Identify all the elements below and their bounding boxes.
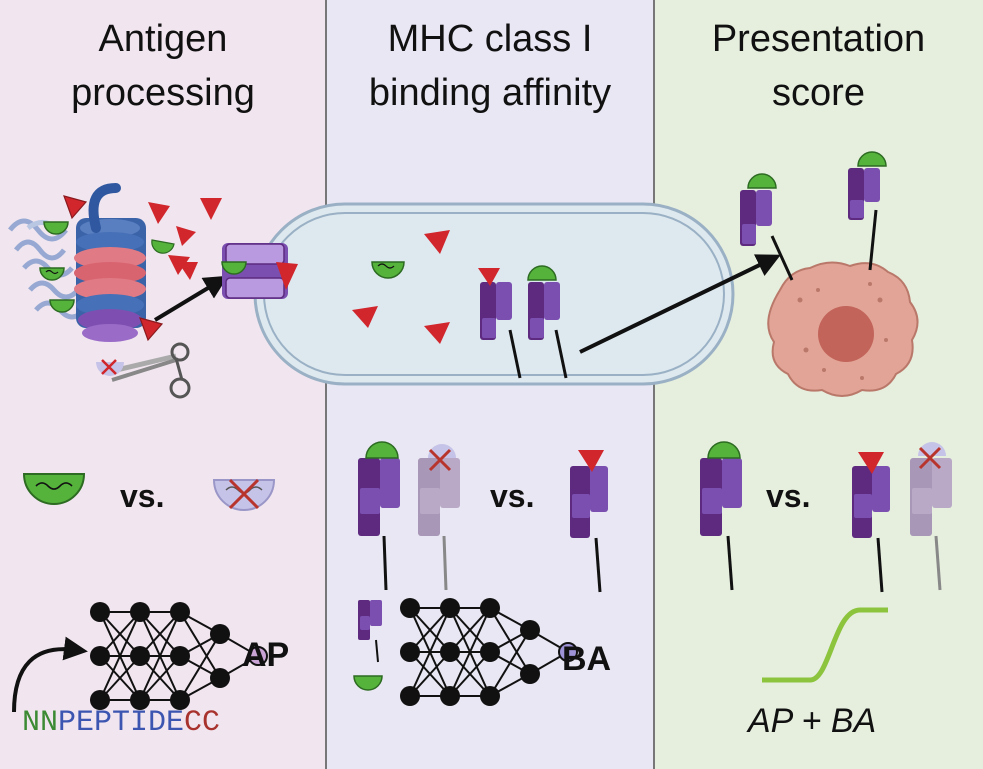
mhc-with-red-peptide-icon	[570, 450, 608, 593]
title-line: Presentation	[711, 18, 926, 60]
processed-peptide-icon	[22, 473, 86, 505]
nn-node	[210, 624, 230, 644]
nn-node	[400, 642, 420, 662]
nn-node	[170, 646, 190, 666]
proteasome-icon	[8, 183, 164, 342]
nn-node	[170, 690, 190, 710]
sequence-suffix: CC	[184, 706, 221, 740]
output-label-ap: AP	[242, 636, 290, 674]
nn-node	[520, 620, 540, 640]
vs-label: vs.	[120, 478, 165, 514]
peptide-fragment	[63, 195, 88, 220]
nn-node	[480, 642, 500, 662]
mhc-with-red-peptide-icon	[852, 452, 890, 593]
nn-node	[440, 686, 460, 706]
presentation-arrow	[579, 254, 781, 354]
unprocessed-peptide-icon	[212, 478, 276, 511]
nn-output-node	[248, 646, 268, 666]
nn-node	[130, 690, 150, 710]
peptide-fragment	[43, 221, 69, 235]
peptide-fragments-cluster	[148, 198, 222, 280]
nn-node	[440, 598, 460, 618]
mhc-peptide-input-icon	[353, 600, 383, 691]
title-line: processing	[71, 72, 255, 114]
title-line: Antigen	[98, 18, 228, 60]
nn-connection	[179, 633, 221, 701]
peptide-fragment	[39, 267, 65, 281]
nn-connection	[449, 607, 491, 697]
title-line: score	[772, 72, 865, 114]
tap-transporter-icon	[221, 243, 298, 299]
surface-mhc-icon	[848, 151, 887, 271]
nn-node	[480, 598, 500, 618]
transport-arrow	[153, 275, 229, 322]
nn-node	[210, 668, 230, 688]
nn-node	[90, 602, 110, 622]
output-label-ba: BA	[562, 640, 612, 678]
neural-network-ap	[90, 602, 268, 710]
mhc-molecule-icon	[478, 268, 522, 379]
panel-title-presentation-score: Presentation score	[654, 12, 983, 120]
mhc-molecule-icon	[527, 265, 568, 379]
vs-label: vs.	[490, 478, 535, 514]
nn-node	[170, 602, 190, 622]
sequence-prefix: NN	[22, 706, 59, 740]
peptide-fragment	[139, 317, 164, 342]
nn-node	[90, 646, 110, 666]
presented-mhc-icon	[700, 441, 742, 591]
nn-connection	[99, 611, 141, 701]
sequence-core: PEPTIDE	[58, 706, 185, 740]
non-binding-mhc-icon	[418, 444, 460, 591]
nn-connection	[409, 607, 451, 697]
nn-node	[400, 686, 420, 706]
peptide-sequence: NNPEPTIDECC	[22, 706, 220, 740]
nn-connection	[489, 629, 531, 697]
nn-node	[130, 602, 150, 622]
neural-network-ba	[400, 598, 578, 706]
nn-node	[400, 598, 420, 618]
nn-node	[480, 686, 500, 706]
nn-output-node	[558, 642, 578, 662]
peptide-fragment	[49, 299, 75, 313]
nn-node	[520, 664, 540, 684]
panel-antigen-processing-background	[0, 0, 326, 769]
title-line: binding affinity	[368, 72, 612, 114]
nn-node	[440, 642, 460, 662]
panel-title-binding-affinity: MHC class I binding affinity	[326, 12, 654, 120]
sequence-input-arrow	[12, 636, 88, 713]
scissors-icon	[96, 342, 191, 399]
nn-node	[130, 646, 150, 666]
presentation-formula: AP + BA	[748, 702, 877, 740]
surface-mhc-icon	[740, 173, 794, 281]
sigmoid-curve	[762, 607, 888, 683]
panel-title-antigen-processing: Antigen processing	[0, 12, 326, 120]
nn-connection	[139, 611, 181, 701]
non-binding-mhc-icon	[910, 442, 952, 591]
er-peptides	[352, 230, 450, 344]
title-line: MHC class I	[387, 18, 593, 60]
cell-icon	[767, 261, 919, 397]
bound-mhc-icon	[358, 441, 400, 591]
vs-label: vs.	[766, 478, 811, 514]
nn-node	[90, 690, 110, 710]
